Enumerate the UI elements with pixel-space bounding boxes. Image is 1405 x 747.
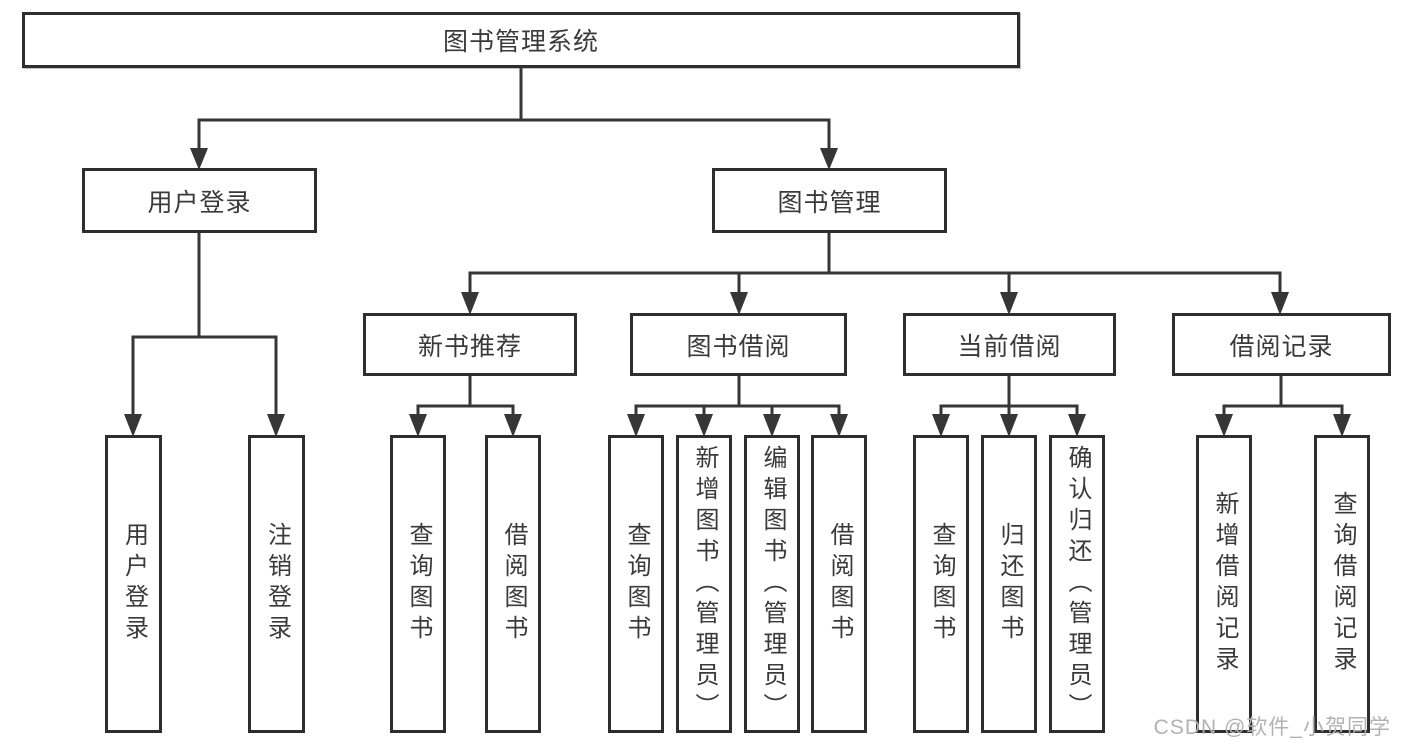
node-current-borrowing: 当前借阅 xyxy=(903,313,1116,376)
leaf-query-borrow-record: 查询借阅记录 xyxy=(1314,435,1370,733)
leaf-query-books-current-label: 查询图书 xyxy=(928,522,955,646)
leaf-query-books-borrow: 查询图书 xyxy=(608,435,664,733)
leaf-add-books-admin: 新增图书（管理员） xyxy=(676,435,732,733)
leaf-edit-books-admin: 编辑图书（管理员） xyxy=(744,435,800,733)
leaf-confirm-return-admin: 确认归还（管理员） xyxy=(1049,435,1105,733)
leaf-add-borrow-record-label: 新增借阅记录 xyxy=(1211,491,1238,677)
leaf-borrow-books-recommend-label: 借阅图书 xyxy=(500,522,527,646)
leaf-query-books-recommend-label: 查询图书 xyxy=(405,522,432,646)
leaf-confirm-return-admin-label: 确认归还（管理员） xyxy=(1064,444,1091,724)
leaf-return-books-label: 归还图书 xyxy=(996,522,1023,646)
leaf-query-books-recommend: 查询图书 xyxy=(390,435,446,733)
node-user-login: 用户登录 xyxy=(82,168,317,233)
node-library-management-system: 图书管理系统 xyxy=(22,12,1020,68)
leaf-add-borrow-record: 新增借阅记录 xyxy=(1196,435,1252,733)
leaf-logout-label: 注销登录 xyxy=(263,522,291,646)
leaf-borrow-books: 借阅图书 xyxy=(811,435,867,733)
leaf-logout: 注销登录 xyxy=(248,435,305,733)
leaf-query-books-borrow-label: 查询图书 xyxy=(623,522,650,646)
node-borrowing-records: 借阅记录 xyxy=(1172,313,1391,376)
node-book-management: 图书管理 xyxy=(712,168,947,233)
csdn-watermark: CSDN @软件_小贺同学 xyxy=(1153,716,1391,739)
leaf-return-books: 归还图书 xyxy=(981,435,1037,733)
leaf-query-books-current: 查询图书 xyxy=(913,435,969,733)
leaf-borrow-books-label: 借阅图书 xyxy=(826,522,853,646)
leaf-add-books-admin-label: 新增图书（管理员） xyxy=(691,444,718,724)
leaf-edit-books-admin-label: 编辑图书（管理员） xyxy=(759,444,786,724)
node-book-borrowing: 图书借阅 xyxy=(630,313,847,376)
leaf-user-login: 用户登录 xyxy=(105,435,162,733)
node-new-book-recommend: 新书推荐 xyxy=(363,313,577,376)
leaf-user-login-label: 用户登录 xyxy=(120,522,148,646)
leaf-borrow-books-recommend: 借阅图书 xyxy=(485,435,541,733)
leaf-query-borrow-record-label: 查询借阅记录 xyxy=(1329,491,1356,677)
